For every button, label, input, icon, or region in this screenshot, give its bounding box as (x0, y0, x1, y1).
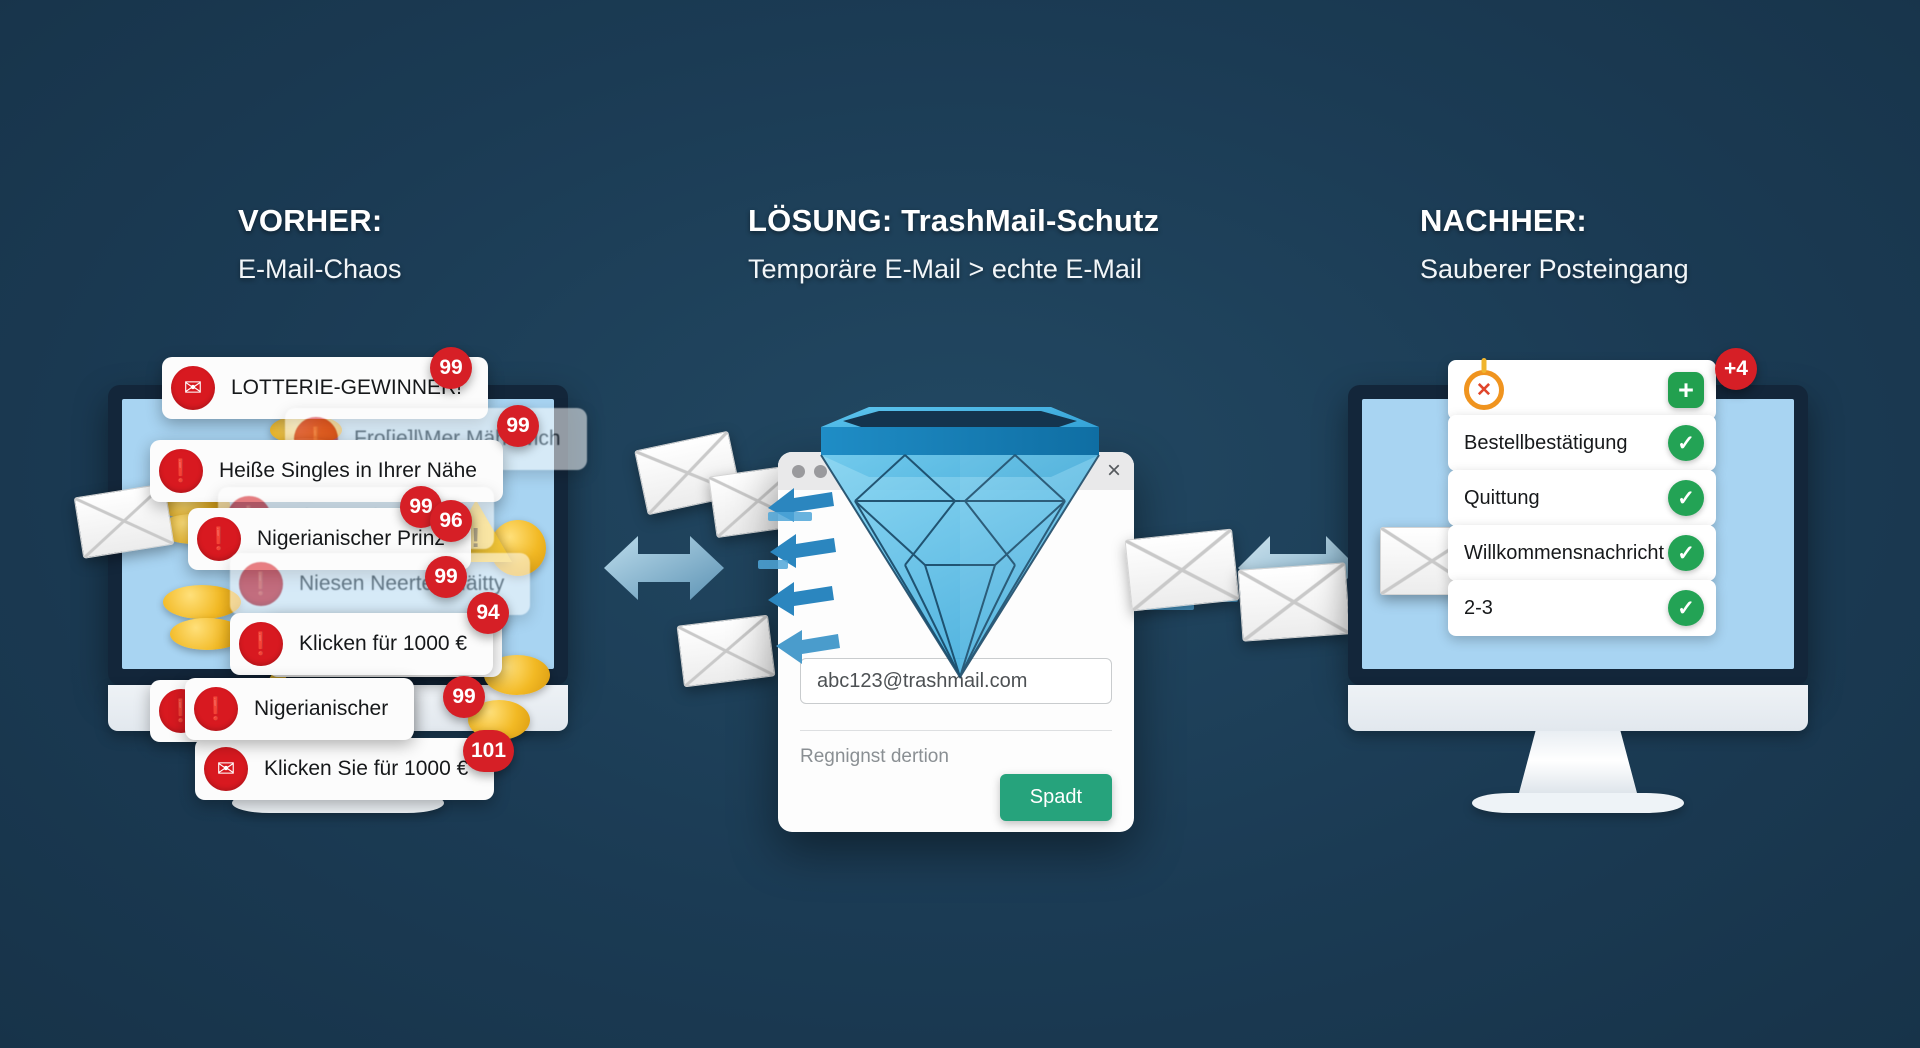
inbox-row-label: 2-3 (1464, 596, 1493, 619)
column-heading-solution: LÖSUNG: TrashMail-Schutz Temporäre E-Mai… (748, 203, 1159, 285)
flying-envelope (676, 614, 776, 688)
inbox-row-label: Bestellbestätigung (1464, 431, 1628, 454)
inbox-row[interactable]: Willkommensnachricht ✓ (1448, 525, 1716, 581)
alert-icon: ❗ (239, 622, 283, 666)
close-icon[interactable]: × (1106, 457, 1121, 484)
flying-envelope (1124, 528, 1240, 612)
unread-badge: 99 (443, 676, 485, 718)
alert-icon: ❗ (239, 562, 283, 606)
spam-notification[interactable]: ❗ Klicken für 1000 € (230, 613, 494, 675)
spam-notification-label: Klicken für 1000 € (299, 632, 468, 655)
inbox-row[interactable]: 2-3 ✓ (1448, 580, 1716, 636)
target-icon: ✕ (1464, 370, 1504, 410)
heading-solution-kicker: LÖSUNG: TrashMail-Schutz (748, 203, 1160, 238)
spam-notification-label: Nigerianischer (254, 697, 389, 720)
heading-before-kicker: VORHER: (238, 203, 383, 238)
envelope-icon: ✉ (171, 366, 215, 410)
inbound-arrows-icon (768, 488, 840, 664)
modal-divider (800, 730, 1112, 731)
check-icon: ✓ (1668, 535, 1704, 571)
spam-notification-label: Niesen Neerten Näitty (299, 572, 505, 595)
alert-icon: ❗ (194, 687, 238, 731)
add-icon[interactable]: + (1668, 372, 1704, 408)
unread-badge: 94 (467, 592, 509, 634)
monitor-chin-right (1348, 685, 1808, 731)
spam-notification[interactable]: ❗ Nigerianischer (185, 678, 415, 740)
modal-note: Regnignst dertion (800, 746, 949, 767)
envelope-icon: ✉ (204, 747, 248, 791)
column-heading-after: NACHHER: Sauberer Posteingang (1420, 203, 1689, 285)
double-arrow-left-icon (604, 536, 724, 600)
inbox-row-label: Willkommensnachricht (1464, 541, 1665, 564)
unread-badge: 99 (400, 486, 442, 528)
unread-badge: 99 (497, 405, 539, 447)
accent-bar (768, 512, 812, 521)
inbox-row-header[interactable]: ✕ + (1448, 360, 1716, 420)
column-heading-before: VORHER: E-Mail-Chaos (238, 203, 402, 285)
monitor-foot-right (1472, 793, 1684, 813)
heading-before-subtitle: E-Mail-Chaos (238, 254, 402, 284)
unread-badge: 99 (425, 556, 467, 598)
spam-notification-label: LOTTERIE-GEWINNER! (231, 376, 463, 399)
heading-after-subtitle: Sauberer Posteingang (1420, 254, 1689, 284)
submit-button[interactable]: Spadt (999, 774, 1112, 821)
unread-badge: 99 (430, 347, 472, 389)
check-icon: ✓ (1668, 590, 1704, 626)
inbox-row[interactable]: Quittung ✓ (1448, 470, 1716, 526)
unread-badge: 101 (463, 730, 515, 772)
heading-after-kicker: NACHHER: (1420, 203, 1587, 238)
monitor-neck-right (1519, 731, 1637, 793)
window-dot-icon (814, 464, 827, 478)
unread-badge: 96 (430, 500, 472, 542)
inbox-row[interactable]: Bestellbestätigung ✓ (1448, 415, 1716, 471)
heading-solution-subtitle: Temporäre E-Mail > echte E-Mail (748, 254, 1142, 284)
alert-icon: ❗ (159, 449, 203, 493)
spam-notification[interactable]: ✉ Klicken Sie für 1000 € (195, 738, 495, 800)
check-icon: ✓ (1668, 480, 1704, 516)
flying-envelope (1237, 562, 1351, 642)
check-icon: ✓ (1668, 425, 1704, 461)
spam-notification-label: Nigerianischer Prinz (257, 527, 445, 550)
window-dot-icon (792, 464, 805, 478)
inbox-row-label: Quittung (1464, 486, 1540, 509)
spam-notification-label: Heiße Singles in Ihrer Nähe (219, 459, 477, 482)
new-mail-badge: +4 (1715, 348, 1757, 390)
spam-notification-label: Klicken Sie für 1000 € (264, 757, 469, 780)
coin-decoration (163, 585, 241, 619)
accent-bar (758, 560, 788, 569)
